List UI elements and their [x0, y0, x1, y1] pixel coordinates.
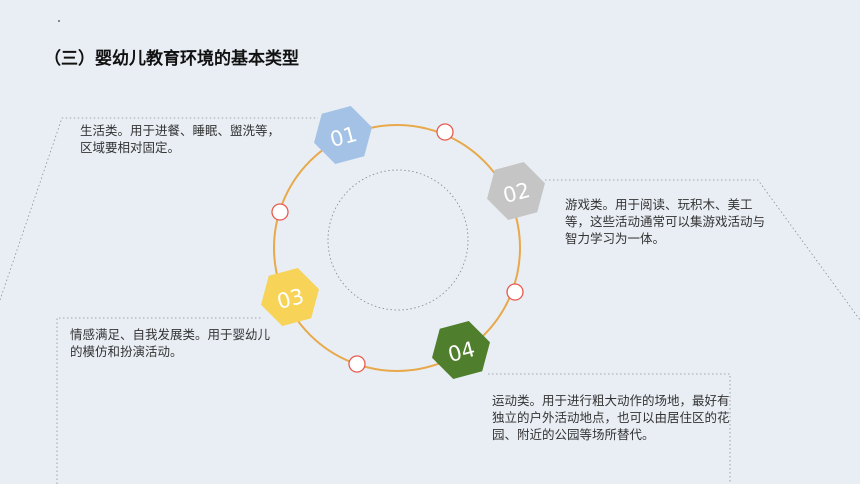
badge-02: 02 — [487, 162, 545, 220]
ring-node — [506, 283, 524, 301]
inner-circle — [327, 169, 469, 311]
page-title: （三）婴幼儿教育环境的基本类型 — [44, 49, 299, 69]
description-03: 情感满足、自我发展类。用于婴幼儿的模仿和扮演活动。 — [70, 327, 271, 359]
description-04: 运动类。用于进行粗大动作的场地，最好有独立的户外活动地点，也可以由居住区的花园、… — [492, 393, 730, 442]
decorative-dot — [58, 20, 60, 22]
main-ring — [273, 124, 521, 372]
description-01: 生活类。用于进餐、睡眠、盥洗等，区域要相对固定。 — [80, 123, 281, 155]
badge-01: 01 — [314, 106, 372, 164]
connector-line-04 — [488, 373, 731, 484]
ring-node — [271, 203, 289, 221]
badge-03: 03 — [261, 268, 319, 326]
ring-node — [348, 355, 366, 373]
description-02: 游戏类。用于阅读、玩积木、美工等，这些活动通常可以集游戏活动与智力学习为一体。 — [565, 197, 766, 246]
ring-node — [436, 123, 454, 141]
connector-line-01 — [0, 117, 318, 301]
connector-line-02 — [545, 179, 860, 321]
badge-04: 04 — [432, 321, 490, 379]
